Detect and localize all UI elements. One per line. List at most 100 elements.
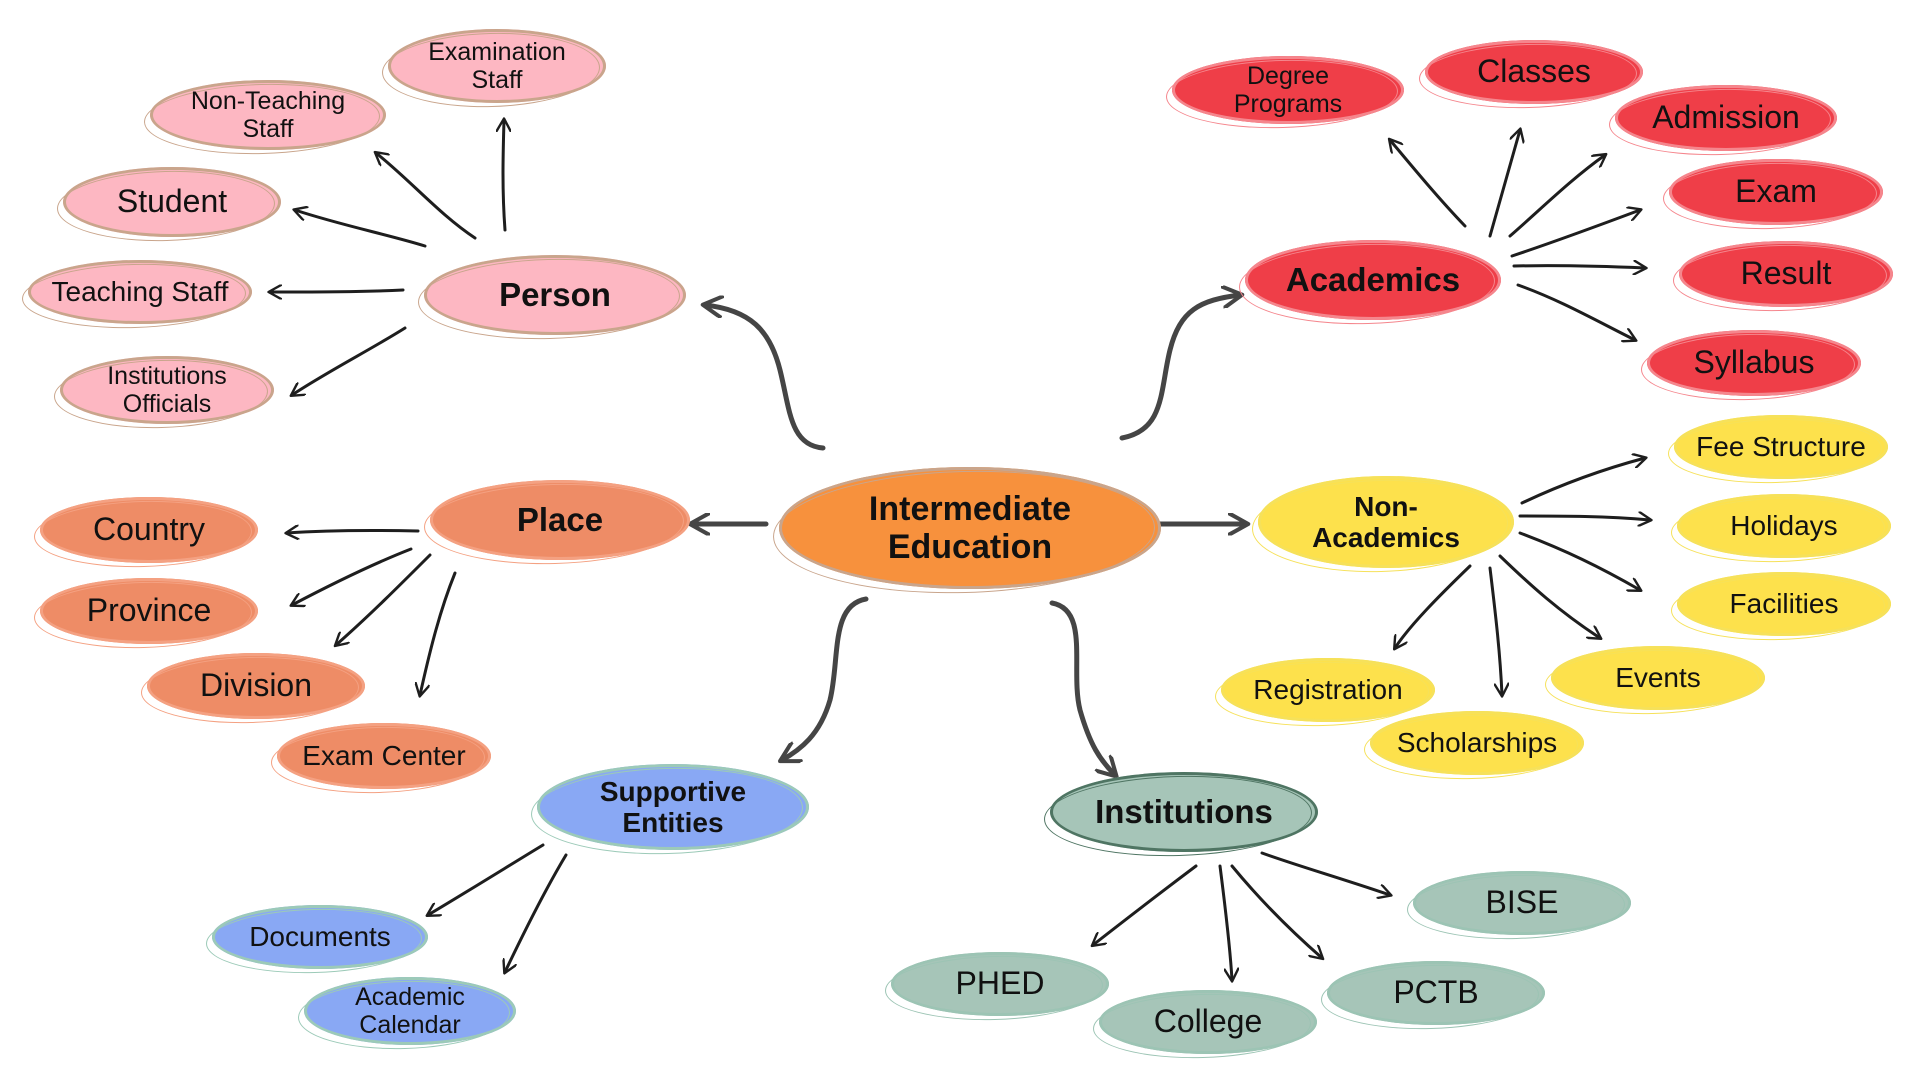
arrow-to-institutions-officials	[292, 326, 407, 395]
arrow-to-country	[287, 530, 420, 533]
arrow-to-student	[295, 210, 427, 248]
leaf-fee-structure: Fee Structure	[1667, 415, 1888, 486]
branch-person-label: Person	[499, 275, 611, 313]
leaf-scholarships: Scholarships	[1363, 711, 1584, 782]
arrow-to-non-teaching-staff	[376, 153, 477, 240]
arrow-to-person	[705, 305, 826, 451]
leaf-phed: PHED	[884, 952, 1109, 1023]
leaf-facilities: Facilities	[1670, 572, 1891, 643]
leaf-registration: Registration	[1214, 658, 1435, 729]
leaf-academic-calendar-label: Academic Calendar	[355, 983, 465, 1039]
leaf-syllabus: Syllabus	[1640, 330, 1861, 403]
arrow-to-college	[1218, 864, 1232, 980]
leaf-institutions-officials: Institutions Officials	[53, 356, 274, 431]
leaf-holidays-label: Holidays	[1730, 510, 1838, 542]
leaf-phed-label: PHED	[955, 965, 1045, 1002]
arrow-to-result	[1512, 266, 1645, 268]
leaf-student: Student	[56, 167, 281, 244]
arrow-to-pctb	[1230, 864, 1322, 958]
branch-institutions-label: Institutions	[1095, 792, 1273, 830]
leaf-admission-label: Admission	[1652, 99, 1800, 136]
leaf-examination-staff: Examination Staff	[381, 29, 606, 110]
arrow-to-registration	[1395, 564, 1472, 648]
leaf-classes-label: Classes	[1477, 53, 1591, 90]
leaf-exam-center: Exam Center	[270, 723, 491, 796]
leaf-non-teaching-staff: Non-Teaching Staff	[143, 80, 386, 158]
leaf-exam: Exam	[1662, 159, 1883, 232]
leaf-result-label: Result	[1740, 255, 1832, 292]
arrow-to-supportive	[782, 596, 869, 760]
leaf-result: Result	[1672, 241, 1893, 314]
branch-academics-label: Academics	[1285, 260, 1461, 298]
arrow-to-admission	[1508, 155, 1605, 238]
branch-supportive-entities: Supportive Entities	[529, 764, 809, 858]
leaf-student-label: Student	[116, 183, 228, 220]
leaf-bise-label: BISE	[1485, 884, 1559, 921]
leaf-degree-programs: Degree Programs	[1165, 56, 1404, 132]
leaf-scholarships-label: Scholarships	[1396, 727, 1558, 759]
leaf-country: Country	[33, 497, 258, 570]
leaf-college-label: College	[1153, 1003, 1263, 1040]
arrow-to-phed	[1093, 864, 1198, 945]
leaf-pctb-label: PCTB	[1393, 974, 1479, 1011]
leaf-division-label: Division	[199, 667, 313, 704]
leaf-non-teaching-staff-label: Non-Teaching Staff	[190, 87, 346, 143]
leaf-examination-staff-label: Examination Staff	[428, 38, 566, 94]
arrow-to-degree-programs	[1390, 140, 1467, 228]
leaf-exam-center-label: Exam Center	[302, 740, 466, 772]
branch-person: Person	[416, 255, 686, 343]
leaf-teaching-staff: Teaching Staff	[21, 260, 252, 331]
leaf-province-label: Province	[86, 592, 212, 629]
leaf-division: Division	[140, 653, 365, 726]
leaf-fee-structure-label: Fee Structure	[1696, 431, 1866, 463]
leaf-syllabus-label: Syllabus	[1693, 344, 1815, 381]
leaf-province: Province	[33, 578, 258, 651]
leaf-country-label: Country	[92, 511, 206, 548]
arrow-to-syllabus	[1516, 283, 1635, 340]
arrow-to-province	[292, 547, 413, 605]
branch-supportive-label: Supportive Entities	[599, 775, 747, 838]
branch-non-academics: Non- Academics	[1250, 476, 1514, 576]
leaf-institutions-officials-label: Institutions Officials	[107, 362, 227, 418]
leaf-documents-label: Documents	[249, 921, 391, 953]
branch-non-academics-label: Non- Academics	[1312, 490, 1460, 553]
arrow-to-holidays	[1518, 516, 1650, 520]
leaf-admission: Admission	[1608, 85, 1837, 158]
arrow-to-documents	[428, 843, 545, 915]
branch-academics: Academics	[1237, 240, 1501, 328]
arrow-to-academics	[1119, 295, 1240, 441]
branch-institutions: Institutions	[1042, 772, 1318, 860]
leaf-events: Events	[1544, 646, 1765, 717]
arrow-to-scholarships	[1488, 566, 1502, 695]
leaf-facilities-label: Facilities	[1729, 588, 1839, 620]
arrow-to-events	[1498, 554, 1600, 638]
arrow-to-institutions	[1049, 600, 1115, 775]
central-topic-label: Intermediate Education	[868, 489, 1072, 566]
arrow-to-exam-center	[420, 571, 457, 695]
leaf-pctb: PCTB	[1320, 961, 1545, 1032]
branch-place-label: Place	[516, 500, 604, 538]
leaf-exam-label: Exam	[1735, 173, 1817, 210]
arrow-to-bise	[1260, 851, 1390, 895]
arrow-to-division	[336, 553, 432, 645]
leaf-academic-calendar: Academic Calendar	[297, 977, 516, 1052]
leaf-degree-programs-label: Degree Programs	[1233, 62, 1343, 118]
leaf-events-label: Events	[1615, 662, 1701, 694]
central-topic-node: Intermediate Education	[771, 466, 1161, 598]
arrow-to-teaching-staff	[270, 290, 405, 292]
arrow-to-academic-calendar	[505, 853, 568, 972]
leaf-documents: Documents	[205, 905, 428, 976]
leaf-college: College	[1092, 990, 1317, 1061]
arrow-to-exam	[1510, 210, 1640, 258]
branch-place: Place	[422, 480, 690, 568]
arrow-to-facilities	[1518, 531, 1640, 590]
leaf-holidays: Holidays	[1670, 494, 1891, 565]
arrow-to-classes	[1488, 130, 1520, 238]
leaf-teaching-staff-label: Teaching Staff	[51, 276, 229, 308]
arrow-to-fee-structure	[1520, 458, 1645, 505]
leaf-classes: Classes	[1418, 40, 1643, 111]
leaf-registration-label: Registration	[1253, 674, 1403, 706]
arrow-to-examination-staff	[503, 120, 505, 232]
